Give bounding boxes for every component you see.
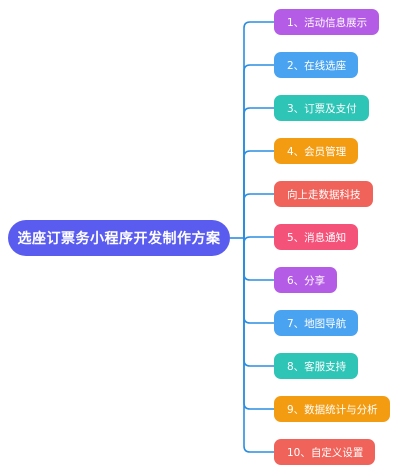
branch-connector (243, 236, 274, 244)
branch-ticketing-payment[interactable]: 3、订票及支付 (274, 95, 369, 121)
branch-label: 5、消息通知 (287, 231, 347, 244)
branch-label: 10、自定义设置 (287, 446, 364, 459)
branch-connector (243, 193, 274, 238)
branch-member-management[interactable]: 4、会员管理 (274, 138, 359, 164)
branch-label: 7、地图导航 (287, 317, 347, 330)
branch-map-navigation[interactable]: 7、地图导航 (274, 310, 359, 336)
branch-company[interactable]: 向上走数据科技 (274, 181, 373, 207)
branch-connector (243, 150, 274, 238)
branch-connector (243, 238, 274, 453)
branch-share[interactable]: 6、分享 (274, 267, 338, 293)
branch-connector (243, 21, 274, 238)
branch-label: 1、活动信息展示 (287, 16, 368, 29)
branch-online-seat-selection[interactable]: 2、在线选座 (274, 52, 359, 78)
root-topic-label: 选座订票务小程序开发制作方案 (17, 231, 221, 247)
branch-label: 3、订票及支付 (287, 102, 357, 115)
branch-data-analytics[interactable]: 9、数据统计与分析 (274, 396, 390, 422)
branch-label: 9、数据统计与分析 (287, 403, 378, 416)
branch-activity-info[interactable]: 1、活动信息展示 (274, 9, 380, 35)
branch-customer-support[interactable]: 8、客服支持 (274, 353, 359, 379)
branch-label: 6、分享 (287, 274, 326, 287)
branch-label: 8、客服支持 (287, 360, 347, 373)
branch-connector (243, 238, 274, 281)
branch-label: 4、会员管理 (287, 145, 347, 158)
branch-custom-settings[interactable]: 10、自定义设置 (274, 439, 376, 465)
root-topic[interactable]: 选座订票务小程序开发制作方案 (8, 220, 230, 256)
branch-connector (243, 107, 274, 238)
branch-label: 2、在线选座 (287, 59, 347, 72)
branch-connector (243, 64, 274, 238)
branch-label: 向上走数据科技 (287, 188, 361, 201)
branch-connector (243, 238, 274, 367)
branch-notifications[interactable]: 5、消息通知 (274, 224, 359, 250)
